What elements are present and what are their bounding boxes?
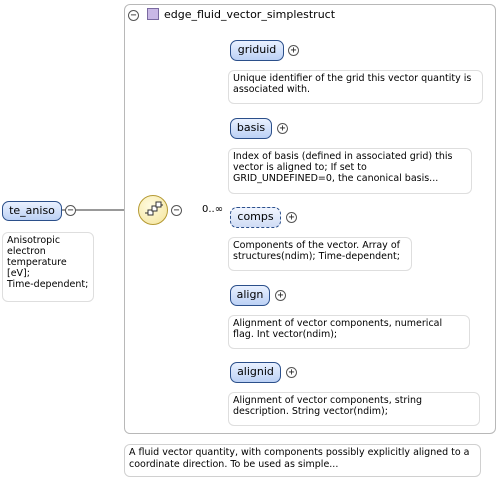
doc-line: structures(ndim); Time-dependent; [233,251,400,262]
doc-line: GRID_UNDEFINED=0, the canonical basis... [233,173,439,184]
collapse-type-toggle[interactable]: − [128,10,139,21]
complex-type-doc: A fluid vector quantity, with components… [124,444,481,477]
element-label: griduid [237,43,277,56]
doc-line: Alignment of vector components, numerica… [233,318,443,329]
griduid-doc: Unique identifier of the grid this vecto… [228,70,483,104]
complex-type-container [124,4,496,434]
element-label: comps [237,210,274,223]
element-basis[interactable]: basis [230,118,272,139]
element-comps[interactable]: comps [230,207,281,228]
doc-line: Unique identifier of the grid this vecto… [233,73,472,84]
griduid-expand-toggle[interactable]: + [288,45,299,56]
sequence-collapse-toggle[interactable]: − [171,205,182,216]
element-alignid[interactable]: alignid [230,362,281,383]
align-expand-toggle[interactable]: + [275,290,286,301]
root-doc-line: [eV]; [7,268,30,279]
root-doc-line: Time-dependent; [7,279,89,290]
element-griduid[interactable]: griduid [230,40,284,61]
comps-doc: Components of the vector. Array of struc… [228,237,412,271]
align-doc: Alignment of vector components, numerica… [228,315,470,349]
comps-cardinality: 0..∞ [202,204,224,215]
basis-expand-toggle[interactable]: + [277,123,288,134]
doc-line: Index of basis (defined in associated gr… [233,151,453,162]
root-collapse-toggle[interactable]: − [65,205,76,216]
element-label: basis [236,121,266,134]
doc-line: Alignment of vector components, string [233,395,423,406]
alignid-doc: Alignment of vector components, string d… [228,392,480,426]
element-label: alignid [237,365,274,378]
sequence-compositor[interactable] [138,195,168,225]
element-align[interactable]: align [230,285,270,306]
root-element-te-aniso[interactable]: te_aniso [2,201,62,221]
root-element-label: te_aniso [9,204,55,217]
root-doc-line: electron [7,246,46,257]
complex-type-name: edge_fluid_vector_simplestruct [164,8,336,21]
doc-line: vector is aligned to; If set to [233,162,367,173]
element-label: align [236,288,264,301]
doc-line: associated with. [233,84,311,95]
basis-doc: Index of basis (defined in associated gr… [228,148,472,194]
doc-line: description. String vector(ndim); [233,406,388,417]
root-doc-line: temperature [7,257,67,268]
doc-line: Components of the vector. Array of [233,240,400,251]
complex-type-icon [147,8,159,20]
root-element-doc: Anisotropic electron temperature [eV]; T… [2,232,94,302]
root-doc-line: Anisotropic [7,235,61,246]
sequence-icon [145,201,163,216]
comps-expand-toggle[interactable]: + [286,212,297,223]
alignid-expand-toggle[interactable]: + [286,367,297,378]
doc-line: flag. Int vector(ndim); [233,329,338,340]
